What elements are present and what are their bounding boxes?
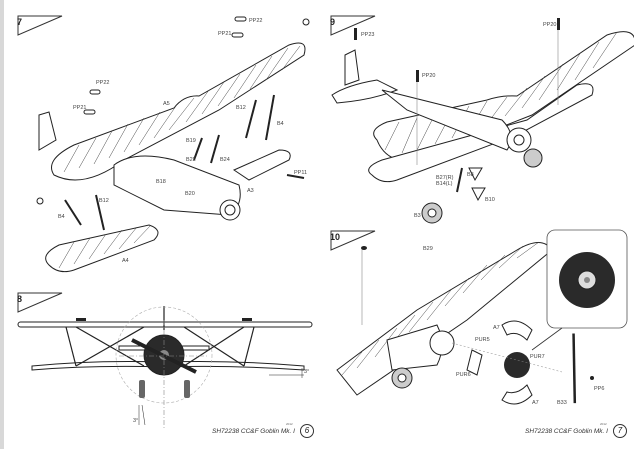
part-label: A4: [122, 258, 129, 264]
part-label: B4: [277, 121, 284, 127]
step-9-illustration: [331, 18, 634, 224]
footer-product: SH72238 CC&F Goblin Mk. I: [525, 428, 608, 435]
part-label: B22: [186, 157, 196, 163]
step-7-number: 7: [17, 17, 23, 27]
part-label: B33: [557, 400, 567, 406]
footer-date: 2012: [286, 422, 293, 426]
part-label: PUR5: [475, 337, 490, 343]
step-flag-icon: [17, 292, 63, 313]
part-label: B12: [99, 198, 109, 204]
part-label: PP20: [543, 22, 557, 28]
part-label: B8: [467, 172, 474, 178]
part-label: PUR7: [530, 354, 545, 360]
part-label: PP21: [218, 31, 232, 37]
part-label: PP21: [73, 105, 87, 111]
step-10-number: 10: [330, 232, 341, 242]
engine-pur7: [504, 352, 530, 378]
part-label: B29: [423, 246, 433, 252]
part-label: B18: [156, 179, 166, 185]
step-7-flag: 7: [14, 15, 76, 37]
part-label: A3: [247, 188, 254, 194]
step-8-number: 8: [17, 294, 23, 304]
step-9-number: 9: [330, 17, 336, 27]
step-10-illustration: [336, 229, 628, 405]
part-label: B12: [236, 105, 246, 111]
part-label: PP20: [422, 73, 436, 79]
part-label: PP22: [249, 18, 263, 24]
part-label: A7: [493, 325, 500, 331]
step-7-illustration: [36, 16, 310, 273]
footer-product: SH72238 CC&F Goblin Mk. I: [212, 428, 295, 435]
part-label: B14(L): [436, 181, 453, 187]
page-number: 6: [300, 424, 314, 438]
angle-label: 3°: [304, 369, 310, 375]
part-label: PP22: [96, 80, 110, 86]
part-label: B19: [186, 138, 196, 144]
right-page: 9 PP23 PP20 PP20 B27(R) B14(L) B8 B10 B3: [317, 0, 634, 449]
step-8-front-view: [17, 306, 313, 430]
step-flag-icon: [17, 15, 63, 36]
footer-date: 2012: [600, 422, 607, 426]
part-label: B27(R): [436, 175, 454, 181]
part-label: PP6: [594, 386, 605, 392]
page-number: 7: [613, 424, 627, 438]
part-label: PUR6: [456, 372, 471, 378]
part-label: A5: [163, 101, 170, 107]
part-label: B3: [414, 213, 421, 219]
step-flag-icon: [330, 230, 376, 251]
step-flag-icon: [330, 15, 376, 36]
angle-label: 3°: [133, 418, 139, 424]
part-label: B20: [185, 191, 195, 197]
step-9-flag: 9: [327, 15, 389, 37]
step-10-flag: 10: [327, 230, 389, 252]
left-page: 7 PP22 PP21 PP22 PP21 A5 B19 B12 B4 B22 …: [0, 0, 314, 449]
step-8-flag: 8: [14, 292, 76, 314]
part-label: B4: [58, 214, 65, 220]
part-label: A7: [532, 400, 539, 406]
part-label: B10: [485, 197, 495, 203]
part-label: PP11: [294, 170, 308, 176]
part-label: B24: [220, 157, 230, 163]
part-label: PP23: [361, 32, 375, 38]
